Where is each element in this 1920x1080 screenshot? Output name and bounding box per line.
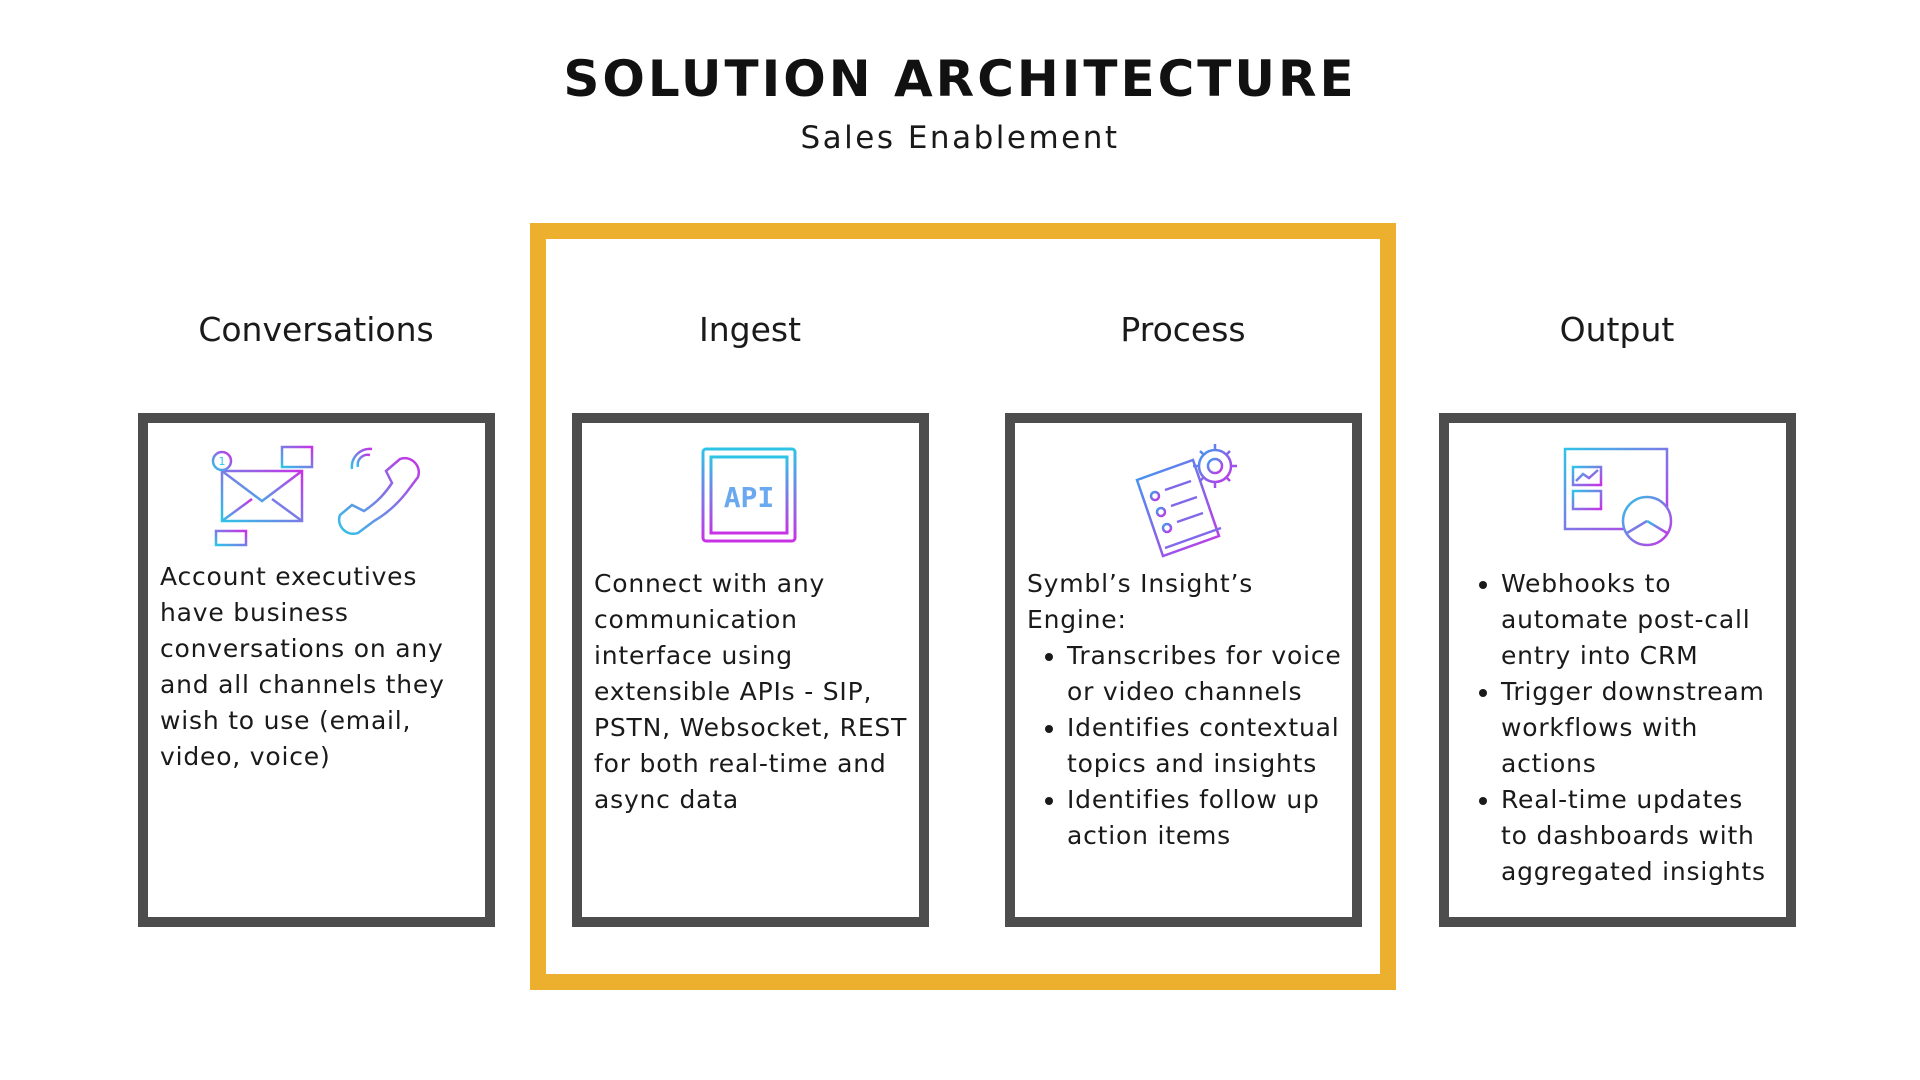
- output-bullet-3: Real-time updates to dashboards with agg…: [1501, 782, 1776, 890]
- card-text-output: Webhooks to automate post-call entry int…: [1461, 566, 1776, 890]
- card-output: Webhooks to automate post-call entry int…: [1439, 413, 1796, 927]
- card-conversations: 1 Account executives have business conve…: [138, 413, 495, 927]
- email-badge-count: 1: [219, 455, 226, 468]
- card-icon-conversations: 1: [211, 445, 421, 547]
- output-bullet-2: Trigger downstream workflows with action…: [1501, 674, 1776, 782]
- card-icon-ingest: API: [701, 447, 797, 543]
- api-label: API: [724, 481, 775, 514]
- dashboard-chart-icon: [1563, 447, 1673, 547]
- card-icon-process: [1135, 444, 1237, 558]
- page-subtitle: Sales Enablement: [800, 120, 1120, 156]
- process-bullet-1: Transcribes for voice or video channels: [1067, 638, 1342, 710]
- card-text-conversations: Account executives have business convers…: [160, 559, 475, 775]
- heading-ingest: Ingest: [698, 310, 802, 349]
- api-icon: [701, 447, 797, 543]
- process-bullet-3: Identifies follow up action items: [1067, 782, 1342, 854]
- process-intro: Symbl’s Insight’s Engine:: [1027, 569, 1254, 634]
- conversations-description: Account executives have business convers…: [160, 562, 445, 771]
- output-bullets: Webhooks to automate post-call entry int…: [1461, 566, 1776, 890]
- process-bullets: Transcribes for voice or video channels …: [1027, 638, 1342, 854]
- process-bullet-2: Identifies contextual topics and insight…: [1067, 710, 1342, 782]
- phone-call-icon: [337, 447, 421, 536]
- card-ingest: API Connect with any communication inter…: [572, 413, 929, 927]
- email-notification-icon: [211, 445, 314, 547]
- card-text-ingest: Connect with any communication interface…: [594, 566, 909, 818]
- page-title: SOLUTION ARCHITECTURE: [563, 50, 1357, 108]
- highlight-frame: [530, 223, 1396, 990]
- heading-output: Output: [1559, 310, 1675, 349]
- ingest-description: Connect with any communication interface…: [594, 569, 908, 814]
- heading-conversations: Conversations: [198, 310, 434, 349]
- heading-process: Process: [1120, 310, 1246, 349]
- card-icon-output: [1563, 447, 1673, 547]
- card-text-process: Symbl’s Insight’s Engine: Transcribes fo…: [1027, 566, 1342, 854]
- card-process: Symbl’s Insight’s Engine: Transcribes fo…: [1005, 413, 1362, 927]
- output-bullet-1: Webhooks to automate post-call entry int…: [1501, 566, 1776, 674]
- document-gear-icon: [1135, 444, 1237, 558]
